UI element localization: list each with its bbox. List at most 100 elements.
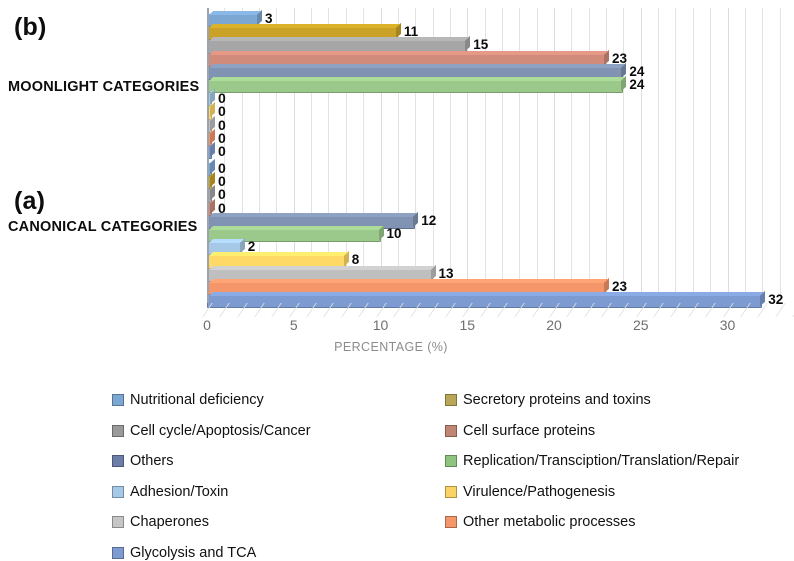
gridline	[658, 8, 660, 301]
legend-item[interactable]: Cell surface proteins	[445, 423, 595, 439]
gridline	[259, 8, 261, 301]
x-tick-mark	[636, 303, 647, 317]
gridline	[710, 8, 712, 301]
x-tick-mark	[497, 303, 508, 317]
x-tick-label-30: 30	[719, 317, 736, 333]
legend-item[interactable]: Virulence/Pathogenesis	[445, 484, 615, 500]
bar-row: 32	[207, 290, 794, 309]
x-tick-mark	[410, 303, 421, 317]
legend-item[interactable]: Adhesion/Toxin	[112, 484, 228, 500]
x-tick-mark	[566, 303, 578, 317]
legend-item[interactable]: Other metabolic processes	[445, 514, 635, 530]
x-tick-mark	[670, 303, 682, 317]
legend-swatch-icon	[112, 424, 124, 437]
legend-label: Secretory proteins and toxins	[463, 392, 651, 408]
x-tick-mark	[583, 303, 595, 317]
x-tick-mark	[514, 303, 526, 317]
bar-value-label: 2	[247, 239, 256, 255]
x-tick-mark	[254, 303, 265, 317]
legend-swatch-icon	[445, 516, 457, 528]
legend-swatch-icon	[445, 394, 457, 406]
gridline	[501, 8, 503, 301]
bar-value-label: 24	[629, 77, 645, 92]
gridline	[762, 8, 764, 301]
x-tick-mark	[202, 303, 213, 317]
legend-label: Other metabolic processes	[463, 514, 636, 530]
chart-legend: Nutritional deficiency Secretory proteins…	[112, 392, 788, 561]
x-tick-mark	[427, 303, 439, 317]
bar-row: 0	[207, 172, 794, 190]
gridline	[397, 8, 399, 301]
bar-5	[207, 75, 627, 94]
legend-item[interactable]: Nutritional deficiency	[112, 392, 264, 408]
gridline	[363, 8, 365, 301]
bar-depth-top	[208, 212, 418, 217]
x-tick-mark	[393, 303, 404, 317]
x-tick-mark	[479, 303, 491, 317]
x-axis-title: PERCENTAGE (%)	[0, 340, 794, 354]
legend-item[interactable]: Chaperones	[112, 514, 209, 530]
legend-swatch-icon	[112, 455, 124, 467]
bar-row: 0	[207, 102, 794, 120]
x-tick-label-15: 15	[459, 317, 476, 333]
bar-depth-top	[208, 11, 262, 15]
bar-value-label: 3	[265, 11, 273, 26]
gridline	[415, 8, 417, 301]
group-name-b: MOONLIGHT CATEGORIES	[8, 79, 200, 95]
gridline	[328, 8, 330, 301]
gridline	[293, 8, 295, 301]
x-tick-mark	[323, 303, 335, 317]
x-tick-mark	[774, 303, 786, 317]
bar-value-label: 0	[218, 199, 226, 216]
x-tick-mark	[653, 303, 664, 317]
x-tick-mark	[236, 303, 248, 317]
bar-value-label: 10	[386, 226, 402, 241]
legend-label: Glycolysis and TCA	[130, 544, 257, 561]
bar-row: 0	[207, 89, 794, 107]
legend-item[interactable]: Others	[112, 453, 174, 469]
bar-row: 0	[207, 141, 794, 160]
legend-item[interactable]: Glycolysis and TCA	[112, 545, 256, 561]
bar-value-label: 0	[218, 173, 226, 190]
y-axis-line	[207, 8, 209, 303]
gridline	[588, 8, 590, 301]
bar-depth-top	[208, 24, 401, 29]
bar-depth-top	[208, 265, 435, 270]
legend-label: Nutritional deficiency	[130, 392, 264, 408]
group-tag-a: (a)	[14, 187, 46, 215]
legend-label: Adhesion/Toxin	[130, 483, 229, 500]
gridline	[241, 8, 243, 301]
x-tick-mark	[289, 303, 300, 317]
legend-label: Replication/Transciption/Translation/Rep…	[463, 453, 740, 469]
legend-swatch-icon	[445, 485, 457, 498]
bar-value-label: 0	[218, 90, 226, 107]
bar-value-label: 0	[218, 103, 226, 120]
bar-value-label: 24	[629, 63, 645, 79]
legend-item[interactable]: Secretory proteins and toxins	[445, 392, 651, 408]
gridline	[276, 8, 278, 301]
legend-swatch-icon	[445, 424, 457, 437]
gridline	[779, 8, 781, 301]
bar-depth-top	[208, 226, 383, 230]
x-tick-mark	[740, 303, 751, 317]
legend-label: Virulence/Pathogenesis	[463, 483, 616, 500]
x-tick-mark	[462, 303, 473, 317]
bar-value-label: 0	[218, 160, 226, 176]
x-tick-mark	[271, 303, 283, 317]
legend-item[interactable]: Cell cycle/Apoptosis/Cancer	[112, 423, 311, 439]
x-tick-mark	[531, 303, 543, 317]
x-tick-mark	[601, 303, 612, 317]
gridline	[519, 8, 521, 301]
gridline	[380, 8, 382, 301]
x-tick-label-5: 5	[289, 317, 298, 333]
bar-row: 12	[207, 211, 794, 229]
bar-row: 0	[207, 128, 794, 146]
x-tick-mark	[549, 303, 560, 317]
bar-value-label: 0	[218, 116, 226, 133]
gridline	[554, 8, 555, 301]
bar-depth-top	[208, 63, 626, 68]
x-axis-title-text: PERCENTAGE (%)	[334, 340, 448, 354]
legend-item[interactable]: Replication/Transciption/Translation/Rep…	[445, 453, 739, 469]
bar-value-label: 15	[473, 37, 489, 53]
